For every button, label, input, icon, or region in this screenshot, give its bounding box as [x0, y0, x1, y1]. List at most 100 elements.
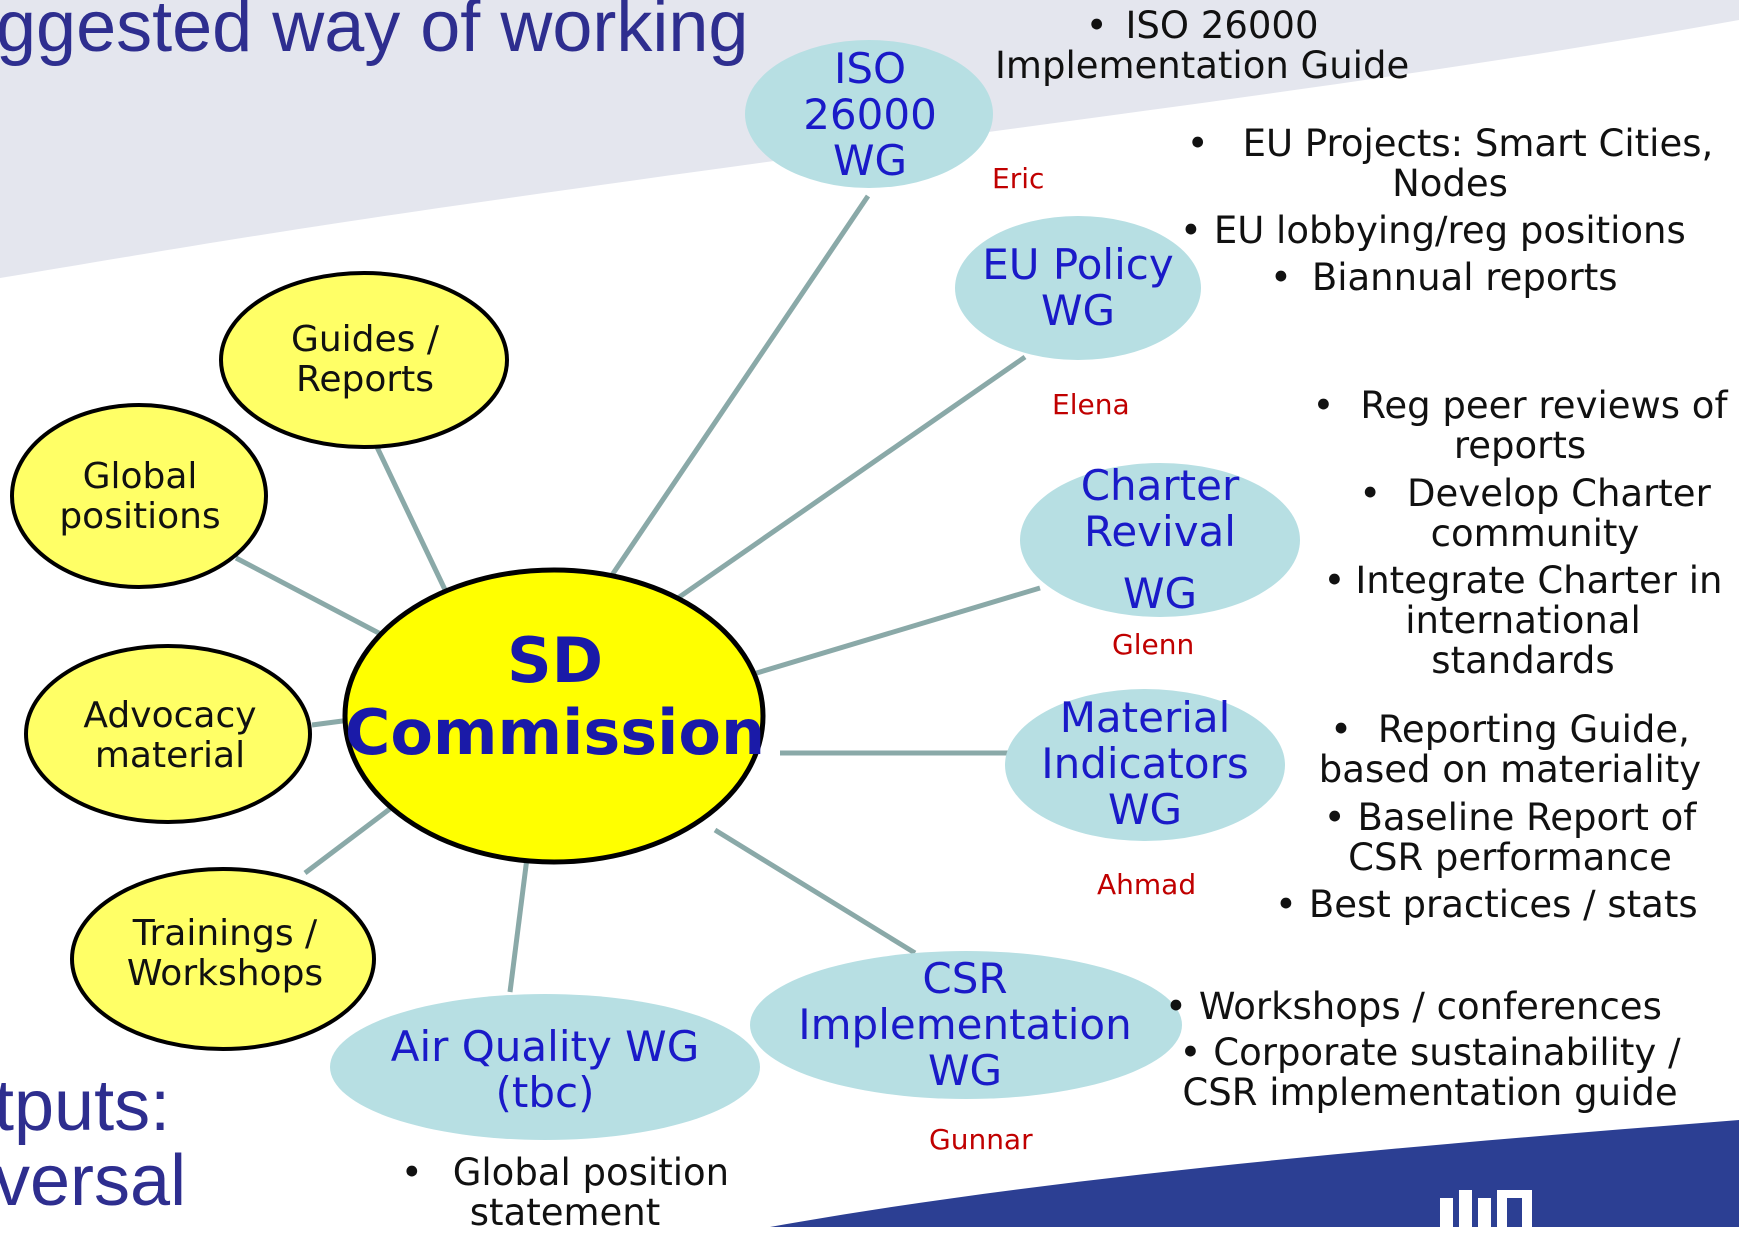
air-quality-wg-label: Air Quality WG (tbc)	[360, 1020, 730, 1120]
connector-charter	[749, 585, 1041, 678]
bullet-reporting-guide-line1: Reporting Guide,	[1377, 708, 1690, 751]
footer-band	[770, 1120, 1739, 1227]
bullet-eu-lobbying: •EU lobbying/reg positions	[1180, 209, 1686, 252]
bullet-corporate: •Corporate sustainability / CSR implemen…	[1160, 1033, 1700, 1113]
bullet-corporate-line1: Corporate sustainability /	[1213, 1031, 1681, 1074]
air-quality-wg-node	[330, 994, 760, 1140]
csr-wg-label: CSR Implementation WG	[770, 955, 1160, 1095]
bullet-baseline-line1: Baseline Report of	[1357, 796, 1697, 839]
bullet-develop-charter-line2: community	[1430, 512, 1640, 555]
advocacy-line1: Advocacy	[83, 695, 257, 736]
lead-elena: Elena	[1052, 388, 1130, 421]
csr-wg-line2: Implementation	[798, 1000, 1132, 1049]
advocacy-line2: material	[94, 735, 246, 776]
eu-policy-wg-node	[955, 216, 1201, 360]
connector-guides	[373, 443, 451, 598]
bullet-workshops-text: Workshops / conferences	[1198, 985, 1662, 1028]
bullet-global-position: •Global position statement	[380, 1153, 750, 1233]
connectors	[234, 194, 1041, 993]
charter-wg-label: Charter Revival WG	[1040, 460, 1280, 620]
bullet-biannual: •Biannual reports	[1270, 256, 1618, 299]
bullet-workshops: •Workshops / conferences	[1165, 985, 1662, 1028]
global-positions-line2: positions	[59, 496, 221, 537]
guides-line1: Guides /	[290, 319, 440, 360]
bullet-iso-guide-line2: Implementation Guide	[995, 44, 1410, 87]
advocacy-label: Advocacy material	[40, 694, 300, 778]
connector-global	[234, 555, 394, 643]
output-nodes	[10, 271, 509, 1051]
bullet-global-position-line1: Global position	[452, 1151, 730, 1194]
bullet-global-position-line2: statement	[469, 1191, 661, 1234]
connector-eu-policy	[673, 354, 1027, 603]
trainings-line1: Trainings /	[132, 913, 318, 954]
sd-commission-label: SD Commission	[340, 622, 770, 772]
bullet-baseline: •Baseline Report of CSR performance	[1300, 798, 1720, 878]
outputs-title: tputs:	[0, 1066, 171, 1146]
sd-commission-node	[342, 567, 766, 865]
guides-node	[219, 271, 509, 449]
advocacy-node	[24, 644, 312, 824]
iso-wg-line2: 26000	[803, 90, 937, 139]
eu-policy-wg-line1: EU Policy	[982, 240, 1174, 289]
logo-mark	[1440, 1190, 1532, 1227]
charter-wg-line3: WG	[1122, 569, 1198, 618]
bullet-best-practices-text: Best practices / stats	[1308, 883, 1698, 926]
iso-wg-label: ISO 26000 WG	[760, 45, 980, 185]
csr-wg-line1: CSR	[922, 954, 1008, 1003]
material-wg-node	[1005, 689, 1285, 841]
bullet-reporting-guide: •Reporting Guide, based on materiality	[1300, 710, 1720, 790]
connector-iso	[607, 194, 871, 580]
sd-commission-line1: SD	[506, 624, 604, 697]
guides-line2: Reports	[295, 359, 435, 400]
bullet-baseline-line2: CSR performance	[1348, 836, 1672, 879]
bullet-iso-guide-line1: ISO 26000	[1125, 4, 1319, 47]
iso-wg-node	[745, 40, 993, 188]
bullet-integrate-charter-line2: international	[1405, 599, 1641, 642]
outputs-subtitle: versal	[0, 1141, 187, 1221]
sd-commission-line2: Commission	[344, 696, 766, 769]
bullet-eu-lobbying-text: EU lobbying/reg positions	[1213, 209, 1686, 252]
bullet-integrate-charter-line3: standards	[1431, 639, 1615, 682]
lead-ahmad: Ahmad	[1097, 868, 1197, 901]
air-quality-wg-line1: Air Quality WG	[390, 1022, 700, 1071]
eu-policy-wg-line2: WG	[1040, 286, 1116, 335]
bullet-develop-charter: •Develop Charter community	[1330, 474, 1739, 554]
bullet-biannual-text: Biannual reports	[1311, 256, 1618, 299]
global-positions-line1: Global	[82, 456, 198, 497]
connector-csr	[713, 827, 917, 956]
bullet-peer-reviews-line2: reports	[1453, 424, 1587, 467]
lead-glenn: Glenn	[1112, 628, 1195, 661]
charter-wg-node	[1020, 463, 1300, 617]
csr-wg-node	[750, 951, 1182, 1099]
bullet-eu-projects: •EU Projects: Smart Cities, Nodes	[1170, 124, 1730, 204]
bullet-eu-projects-line1: EU Projects: Smart Cities,	[1242, 122, 1714, 165]
wg-nodes	[330, 40, 1300, 1140]
material-wg-label: Material Indicators WG	[1015, 694, 1275, 834]
bullet-develop-charter-line1: Develop Charter	[1407, 472, 1711, 515]
trainings-line2: Workshops	[126, 953, 324, 994]
material-wg-line3: WG	[1107, 785, 1183, 834]
connector-trainings	[303, 803, 397, 875]
bullet-eu-projects-line2: Nodes	[1392, 162, 1508, 205]
bullet-peer-reviews-line1: Reg peer reviews of	[1360, 384, 1728, 427]
trainings-label: Trainings / Workshops	[90, 912, 360, 996]
bullet-reporting-guide-line2: based on materiality	[1318, 748, 1702, 791]
charter-wg-line1: Charter	[1080, 461, 1240, 510]
global-positions-label: Global positions	[20, 455, 260, 539]
air-quality-wg-line2: (tbc)	[495, 1068, 595, 1117]
material-wg-line2: Indicators	[1041, 739, 1249, 788]
csr-wg-line3: WG	[927, 1046, 1003, 1095]
material-wg-line1: Material	[1059, 693, 1231, 742]
bullet-integrate-charter: •Integrate Charter in international stan…	[1308, 561, 1738, 681]
bullet-peer-reviews: •Reg peer reviews of reports	[1300, 386, 1739, 466]
iso-wg-line1: ISO	[833, 44, 907, 93]
lead-gunnar: Gunnar	[929, 1123, 1033, 1156]
global-positions-node	[10, 403, 268, 589]
eu-policy-wg-label: EU Policy WG	[958, 238, 1198, 338]
slide-title: ggested way of working	[0, 0, 749, 67]
charter-wg-line2: Revival	[1084, 507, 1236, 556]
trainings-node	[70, 867, 376, 1051]
iso-wg-line3: WG	[832, 136, 908, 185]
bullet-iso-guide: •ISO 26000 Implementation Guide	[995, 4, 1410, 87]
